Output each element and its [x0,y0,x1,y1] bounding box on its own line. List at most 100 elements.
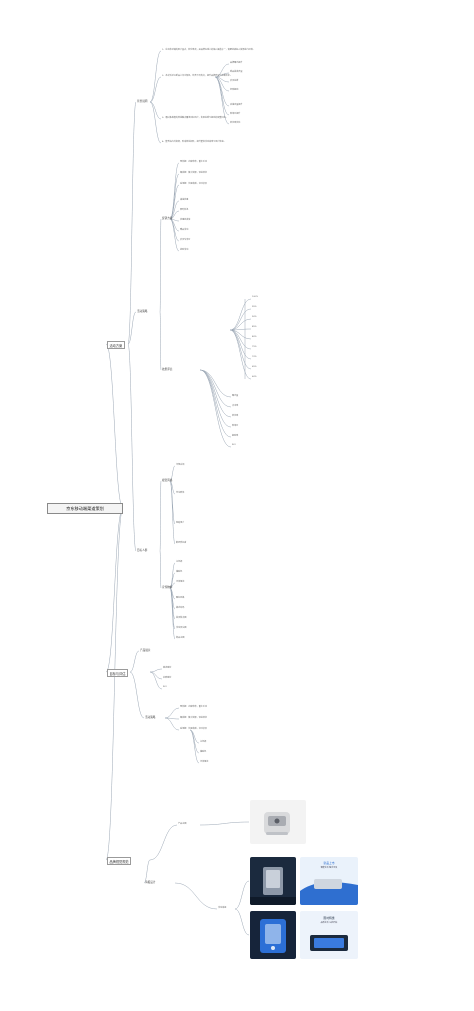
link-pct-7 [229,329,252,370]
branch-promo-plan[interactable]: 促销方案 [162,217,173,220]
root-node[interactable]: 京东移动端渠道策划 [47,503,123,514]
leaf-eval-1: 曝光量 [232,395,239,397]
link-mat-2 [169,582,176,589]
link-tg-1 [169,480,176,495]
leaf-target-2: 学生群体 [176,492,185,494]
leaf-bg-sub-4: 老客复购 [230,89,239,91]
leaf-visual-2: 辅助色 [176,571,183,573]
leaf-bg-3: 3、通过多维度的营销触点覆盖目标用户，实现拉新与复购的双重目标。 [162,117,228,119]
leaf-strategy-b2: 爆发期：集中资源，促进转化 [180,717,208,719]
branch-target-users[interactable]: 目标人群 [137,549,148,552]
link-goal-2 [149,671,163,690]
leaf-target-4: 数码爱好者 [176,542,187,544]
branch-effect-eval[interactable]: 效果评估 [162,368,173,371]
leaf-pct-9: 60% [252,376,257,378]
link-root-brand [105,507,124,861]
leaf-bg-sub-1: 品牌曝光提升 [230,62,243,64]
link-activity-strategy [127,311,137,345]
leaf-eval-5: 复购率 [232,435,239,437]
branch-promo-materials[interactable]: 宣传物料 [162,586,173,589]
link-pct-1 [229,308,252,331]
leaf-pct-4: 85% [252,326,257,328]
leaf-poster-label: 活动海报 [218,907,227,909]
link-brand-poster [143,859,151,884]
leaf-strategy-b1: 预热期：内容种草，蓄水引流 [180,706,208,708]
link-pct-5 [229,329,252,350]
leaf-bg-sub-5: 店铺流量提升 [230,104,243,106]
link-target-materials [159,550,162,589]
link-promo-0 [169,200,180,220]
leaf-strategy-3: 返场期：长尾收割，沉淀会员 [180,183,208,185]
link-bgsub-6 [214,76,230,125]
leaf-visual-b2: 辅助色 [200,751,207,753]
leaf-visual-3: 字体规范 [176,581,185,583]
leaf-material-2: 活动页头图 [176,627,187,629]
poster-c [250,911,296,959]
link-pct-2 [229,318,252,331]
product-image [250,800,306,844]
link-root-goals [105,507,124,673]
link-pct-0 [229,298,252,331]
link-root-activity [105,343,124,509]
leaf-target-3: 家庭用户 [176,522,185,524]
link-goals-strategy [129,671,145,719]
link-str-2 [169,184,180,220]
link-bg-2 [149,101,162,120]
link-eval-5 [199,369,232,448]
leaf-promo-4: 赠品活动 [180,229,189,231]
link-display-image [199,821,250,826]
branch-plan-strategy[interactable]: 活动策略 [137,310,148,313]
leaf-bg-sub-3: 会员拉新 [230,80,239,82]
leaf-eval-4: 客单价 [232,425,239,427]
branch-brand-plan[interactable]: 品牌视觉规范 [107,857,132,865]
leaf-promo-1: 满减优惠 [180,199,189,201]
link-bg-1 [149,76,162,103]
link-promo-4 [169,218,180,242]
leaf-pct-5: 80% [252,336,257,338]
branch-visual-style[interactable]: 视觉风格 [162,479,173,482]
link-gvis-1 [189,729,200,754]
link-bg-3 [149,101,162,144]
link-eval-3 [199,369,232,428]
leaf-promo-6: 拼购活动 [180,249,189,251]
leaf-bg-4: 4、整合站内外资源，形成营销闭环，提升整体活动效率与用户体验。 [162,141,226,143]
link-promo-5 [169,218,180,252]
leaf-promo-3: 优惠券发放 [180,219,191,221]
branch-goals[interactable]: 目标与评估 [107,669,128,677]
link-bg-0 [149,50,162,103]
poster-d: 限时特惠 品质生活 从此开始 [300,911,358,959]
leaf-pct-2: 95% [252,306,257,308]
link-eval-1 [199,369,232,408]
leaf-display-label: 产品主图 [178,823,187,825]
link-tg-3 [169,480,176,545]
branch-activity-plan[interactable]: 活动方案 [107,341,125,349]
link-bgsub-5 [214,76,230,116]
branch-background[interactable]: 背景说明 [137,100,148,103]
branch-product-display-goal[interactable]: 产品展示 [140,649,151,652]
leaf-bg-sub-2: 新品首发声量 [230,71,243,73]
link-gstr-0 [164,707,180,719]
leaf-material-1: 首页焦点图 [176,617,187,619]
poster-b-title: 新品上市 [323,861,335,865]
leaf-visual-b3: 字体规范 [200,761,209,763]
link-gstr-1 [164,717,180,720]
link-promo-1 [169,210,180,220]
branch-strategy-goal[interactable]: 活动策略 [145,716,156,719]
leaf-pct-7: 70% [252,356,257,358]
link-tg-0 [169,465,176,482]
leaf-visual-4: 图标风格 [176,597,185,599]
link-gstr-2 [164,717,180,731]
branch-poster-group[interactable]: 海报设计 [145,881,156,884]
link-activity-background [127,101,137,345]
leaf-strategy-2: 爆发期：集中资源，促进转化 [180,172,208,174]
leaf-bg-2: 2、本次活动以新品上市为契机，结合节日热点，提升品牌声量与销售转化。 [162,75,232,77]
link-mat-1 [169,572,176,589]
leaf-target-1: 年轻白领 [176,464,185,466]
link-target-visual [159,480,162,552]
leaf-pct-6: 75% [252,346,257,348]
link-strategy-eval [159,311,162,371]
device-illustration [264,812,290,835]
leaf-eval-3: 转化率 [232,415,239,417]
leaf-pct-1: 100% [252,296,258,298]
